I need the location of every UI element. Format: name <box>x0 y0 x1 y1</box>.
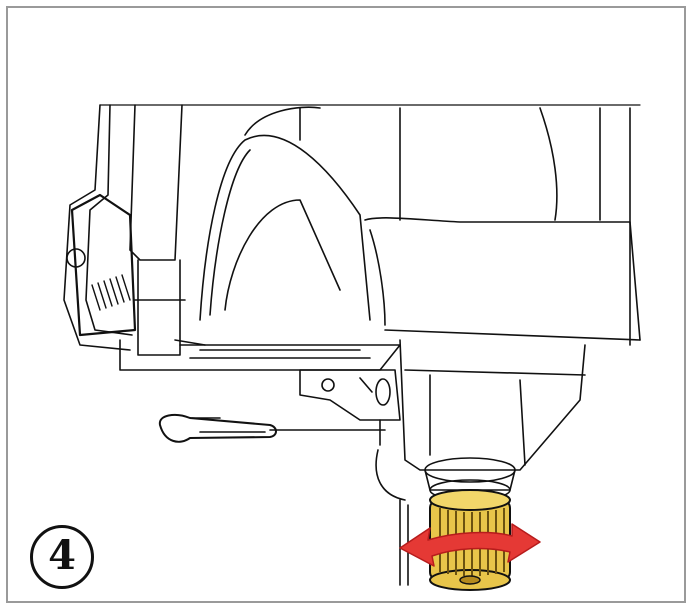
step-number: 4 <box>48 532 76 579</box>
vent-slots <box>91 274 131 311</box>
blade-guard <box>199 134 371 321</box>
step-number-badge: 4 <box>30 525 94 589</box>
carriage-body <box>364 217 641 341</box>
lever-handle <box>158 413 277 443</box>
guide-pillar <box>129 104 183 261</box>
rotation-arrow-icon <box>399 523 541 567</box>
